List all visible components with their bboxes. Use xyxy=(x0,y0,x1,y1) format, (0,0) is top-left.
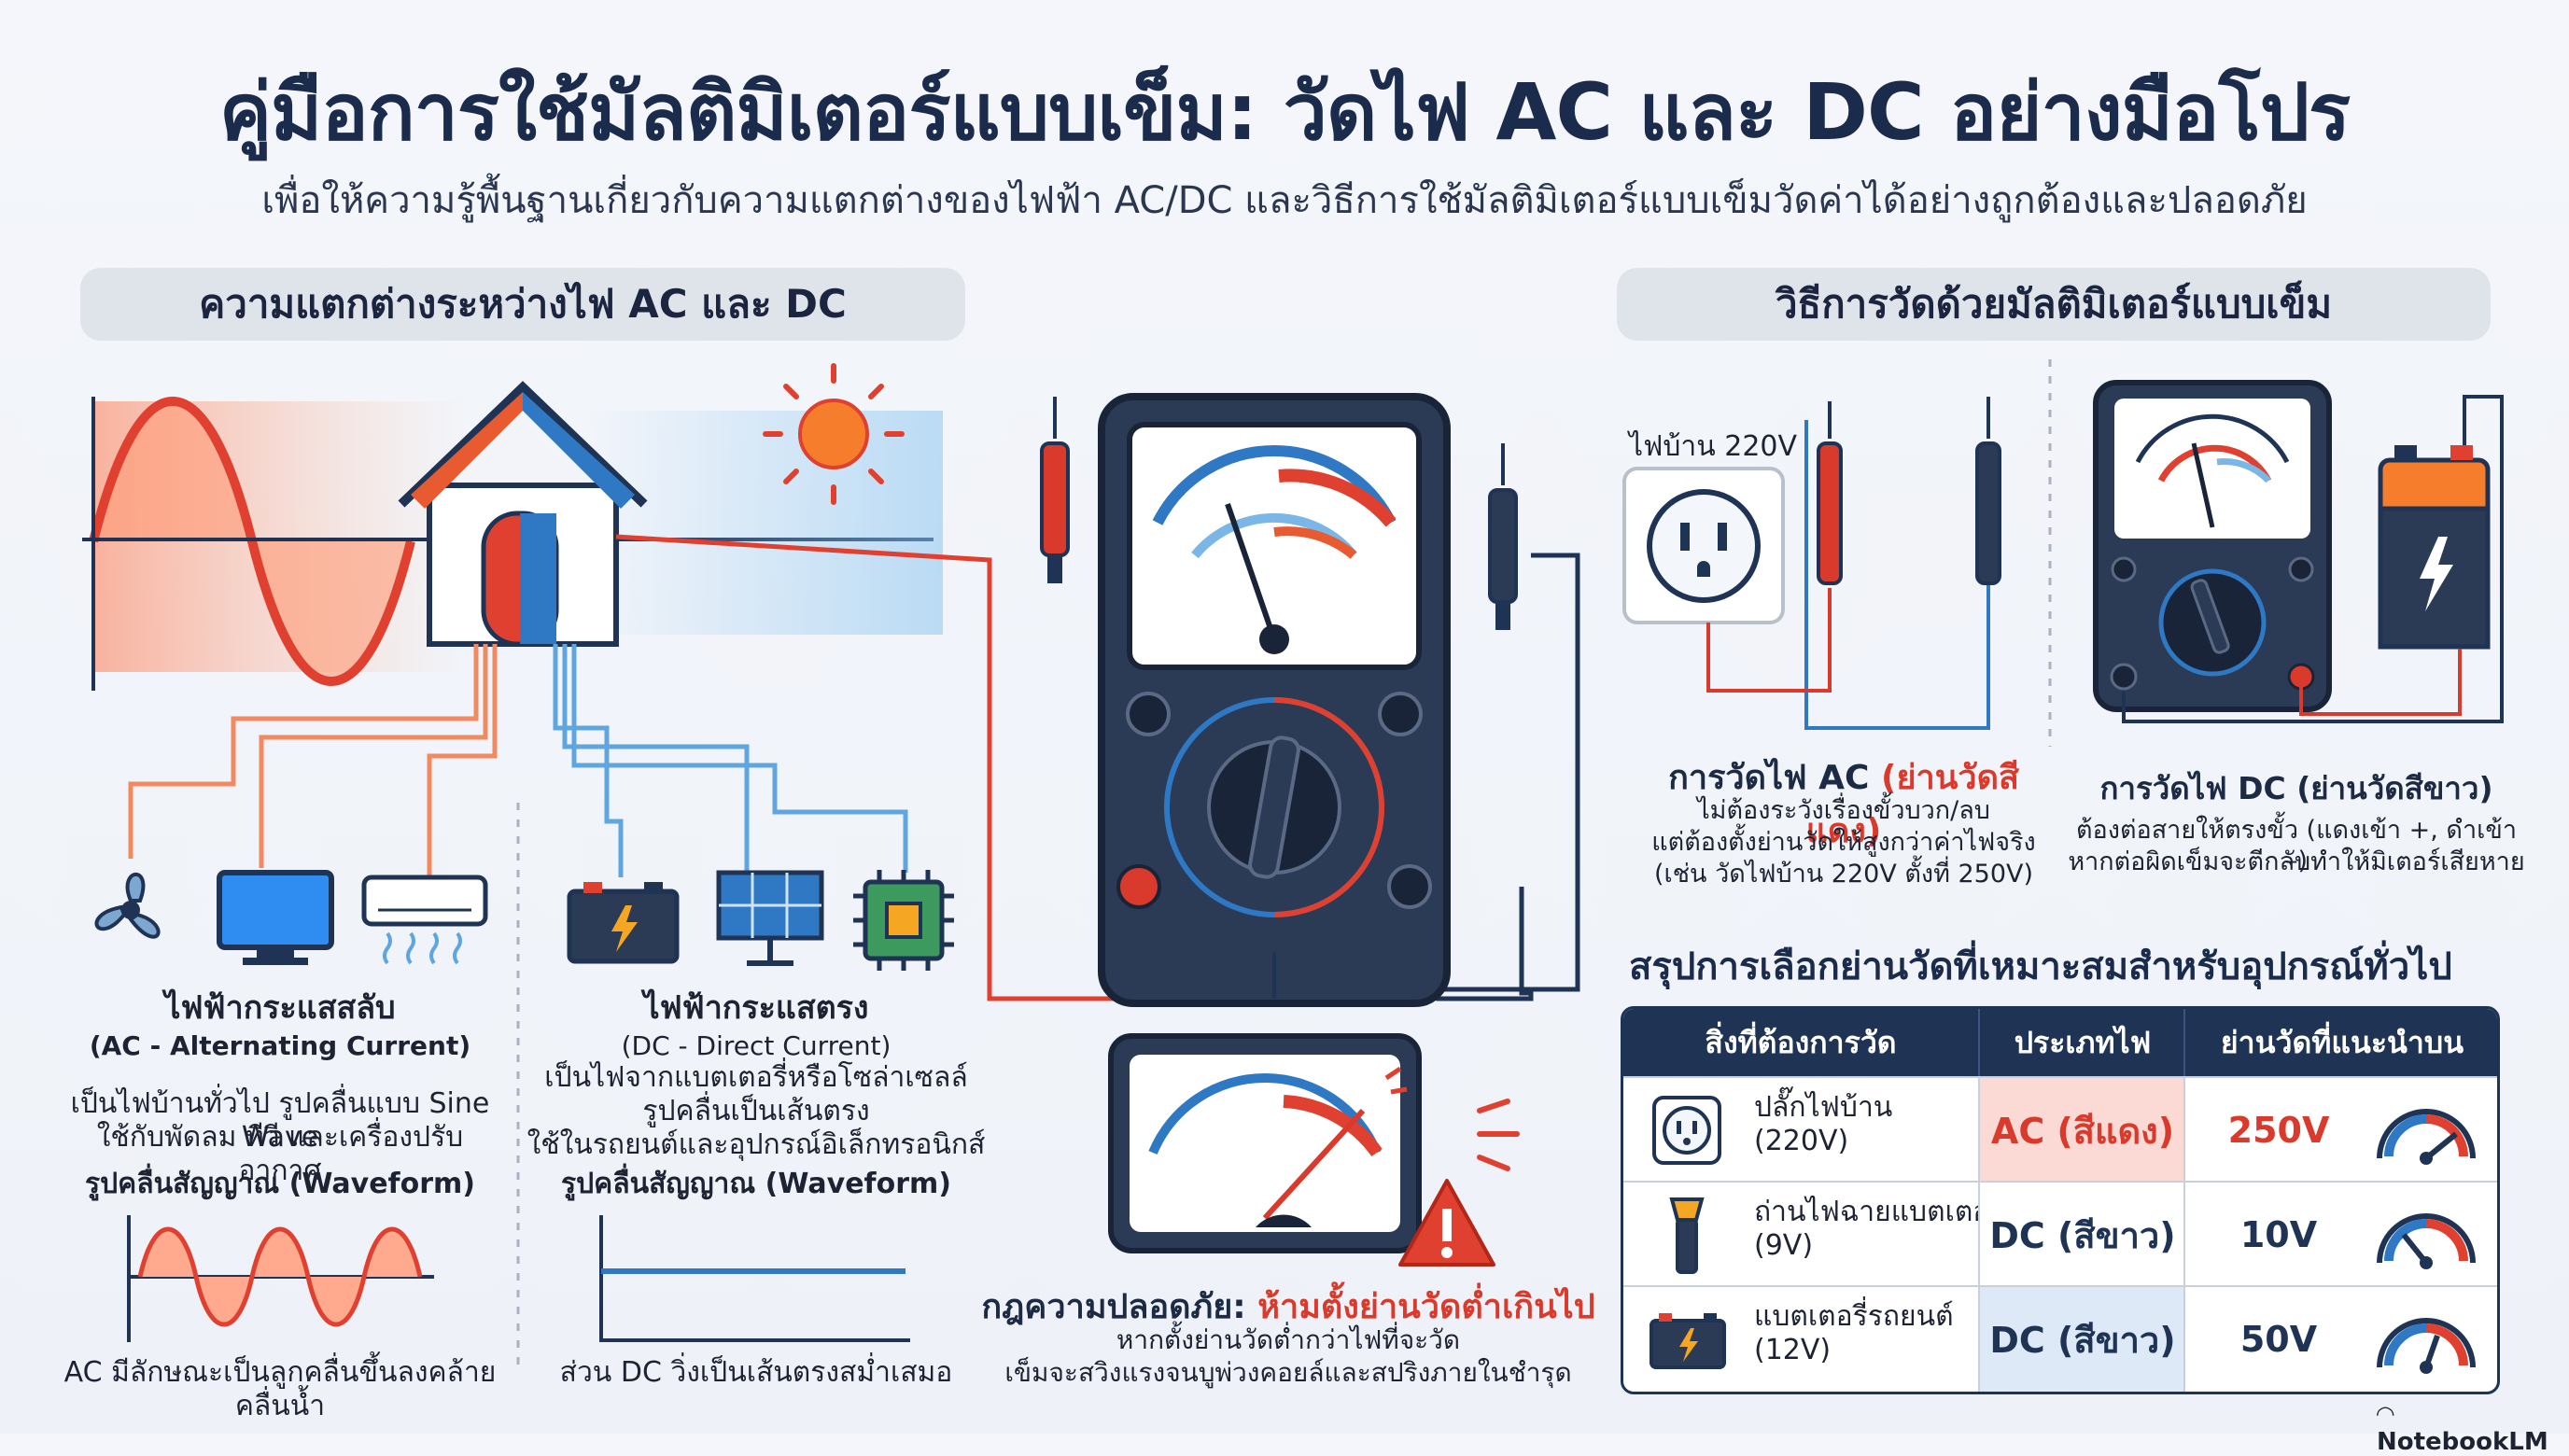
summary-title: สรุปการเลือกย่านวัดที่เหมาะสมสำหรับอุปกร… xyxy=(1629,945,2452,988)
safety-line-1: หากตั้งย่านวัดต่ำกว่าไฟที่จะวัด xyxy=(1116,1324,1461,1355)
row-2-device-name: ถ่านไฟฉายแบตเตอรี่ xyxy=(1754,1196,2005,1228)
tv-icon xyxy=(217,870,334,965)
overload-meter-illustration xyxy=(1108,1033,1422,1253)
air-conditioner-icon xyxy=(361,875,488,965)
ac-name: ไฟฟ้ากระแสสลับ xyxy=(164,989,396,1027)
dc-glow xyxy=(588,411,943,635)
ac-wave-illustration xyxy=(82,397,934,691)
ac-waveform-graph xyxy=(127,1215,434,1342)
ac-red-probe-icon xyxy=(1817,401,1843,585)
ac-black-probe-icon xyxy=(1975,397,2001,585)
row-3-device-voltage: (12V) xyxy=(1754,1334,1832,1366)
brand-name: NotebookLM xyxy=(2377,1428,2548,1456)
row-2-device-voltage: (9V) xyxy=(1754,1229,1814,1262)
dc-waveform-graph xyxy=(599,1215,910,1342)
brand-icon: ◠ xyxy=(2377,1401,2394,1427)
battery-icon xyxy=(567,882,680,964)
row-1-device-voltage: (220V) xyxy=(1754,1125,1849,1157)
gauge-icon-low xyxy=(2377,1213,2476,1269)
ac-measure-line-1: ไม่ต้องระวังเรื่องขั้วบวก/ลบ xyxy=(1697,796,1990,825)
dc-english: (DC - Direct Current) xyxy=(621,1030,891,1061)
row-1-device-name: ปลั๊กไฟบ้าน xyxy=(1754,1091,1893,1124)
dc-measure-title: การวัดไฟ DC (ย่านวัดสีขาว) xyxy=(2099,770,2493,806)
gauge-icon-mid xyxy=(2377,1318,2476,1374)
row-2-device: ถ่านไฟฉายแบตเตอรี่ (9V) xyxy=(1754,1196,2004,1263)
ac-desc-1: เป็นไฟบ้านทั่วไป รูปคลื่นแบบ Sine Wave xyxy=(70,1087,490,1154)
gauge-icon-high xyxy=(2377,1109,2476,1165)
left-section-heading: ความแตกต่างระหว่างไฟ AC และ DC xyxy=(80,268,965,341)
warning-icon xyxy=(1398,1179,1495,1267)
table-header-device: สิ่งที่ต้องการวัด xyxy=(1623,1009,1978,1076)
solar-panel-icon xyxy=(716,870,824,966)
row-3-type: DC (สีขาว) xyxy=(1978,1287,2185,1392)
safety-warning: ห้ามตั้งย่านวัดต่ำเกินไป xyxy=(1257,1288,1595,1326)
dc-measure-line-1: ต้องต่อสายให้ตรงขั้ว (แดงเข้า +, ดำเข้า … xyxy=(2076,816,2517,875)
flashlight-icon xyxy=(1669,1197,1705,1274)
row-1-range: 250V xyxy=(2183,1078,2372,1183)
ac-desc-2: ใช้กับพัดลม ทีวี และเครื่องปรับอากาศ xyxy=(96,1121,464,1187)
ac-measure-title-range: (ย่านวัดสีแดง) xyxy=(1805,759,2019,850)
row-3-device-name: แบตเตอรี่รถยนต์ xyxy=(1754,1300,1954,1333)
safety-line-2: เข็มจะสวิงแรงจนบูพ่วงคอยล์และสปริงภายในช… xyxy=(1004,1357,1572,1388)
dc-waveform-label: รูปคลื่นสัญญาณ (Waveform) xyxy=(561,1168,951,1200)
ac-waveform-label: รูปคลื่นสัญญาณ (Waveform) xyxy=(85,1168,475,1200)
black-probe-icon xyxy=(1488,443,1518,630)
ac-caption: AC มีลักษณะเป็นลูกคลื่นขึ้นลงคล้ายคลื่นน… xyxy=(63,1356,497,1422)
ac-measure-line-2: แต่ต้องตั้งย่านวัดให้สูงกว่าค่าไฟจริง xyxy=(1651,828,2036,857)
analog-multimeter xyxy=(1040,393,1518,1007)
red-probe-icon xyxy=(1040,397,1070,583)
row-1-type: AC (สีแดง) xyxy=(1978,1078,2185,1183)
car-battery-icon xyxy=(1649,1313,1726,1369)
ac-measure-title-main: การวัดไฟ AC xyxy=(1668,759,1870,797)
dc-measure-illustration xyxy=(2093,380,2504,723)
dc-name: ไฟฟ้ากระแสตรง xyxy=(643,989,869,1027)
dc-battery-icon xyxy=(2378,445,2491,650)
dc-caption: ส่วน DC วิ่งเป็นเส้นตรงสม่ำเสมอ xyxy=(559,1356,953,1389)
row-2-range: 10V xyxy=(2183,1183,2372,1287)
ac-measure-title: การวัดไฟ AC (ย่านวัดสีแดง) xyxy=(1634,750,2054,857)
page-subtitle: เพื่อให้ความรู้พื้นฐานเกี่ยวกับความแตกต่… xyxy=(261,179,2308,222)
house-icon xyxy=(398,381,648,647)
ac-wires xyxy=(128,644,498,877)
table-row: แบตเตอรี่รถยนต์ (12V) DC (สีขาว) 50V xyxy=(1623,1285,2497,1392)
dc-desc-2: รูปคลื่นเป็นเส้นตรง xyxy=(642,1095,870,1127)
row-3-range: 50V xyxy=(2183,1287,2372,1392)
outlet-label: ไฟบ้าน 220V xyxy=(1629,430,1798,463)
brand-mark: ◠ NotebookLM xyxy=(2377,1400,2569,1456)
dc-desc-3: ใช้ในรถยนต์และอุปกรณ์อิเล็กทรอนิกส์ xyxy=(526,1128,986,1161)
dc-measure-line-2: หากต่อผิดเข็มจะตีกลับทำให้มิเตอร์เสียหาย xyxy=(2068,847,2525,876)
table-header-range: ย่านวัดที่แนะนำบนมิเตอร์ xyxy=(2183,1009,2497,1127)
ac-measure-illustration xyxy=(1622,397,2001,730)
table-row: ถ่านไฟฉายแบตเตอรี่ (9V) DC (สีขาว) 10V xyxy=(1623,1181,2497,1287)
sun-icon xyxy=(763,363,905,505)
outlet-icon xyxy=(1652,1096,1721,1165)
table-row: ปลั๊กไฟบ้าน (220V) AC (สีแดง) 250V xyxy=(1623,1076,2497,1183)
table-header-type: ประเภทไฟ xyxy=(1978,1009,2185,1076)
summary-table: สิ่งที่ต้องการวัด ประเภทไฟ ย่านวัดที่แนะ… xyxy=(1621,1006,2500,1394)
dc-desc-1: เป็นไฟจากแบตเตอรี่หรือโซล่าเซลล์ xyxy=(544,1061,968,1094)
ac-measure-line-3: (เช่น วัดไฟบ้าน 220V ตั้งที่ 250V) xyxy=(1653,860,2034,889)
row-3-device: แบตเตอรี่รถยนต์ (12V) xyxy=(1754,1300,1954,1367)
right-section-heading: วิธีการวัดด้วยมัลติมิเตอร์แบบเข็ม xyxy=(1617,268,2491,341)
page-title: คู่มือการใช้มัลติมิเตอร์แบบเข็ม: วัดไฟ A… xyxy=(218,66,2351,158)
fan-icon xyxy=(94,872,161,939)
row-1-device: ปลั๊กไฟบ้าน (220V) xyxy=(1754,1091,1892,1158)
dc-wires xyxy=(553,644,908,877)
safety-label: กฎความปลอดภัย: xyxy=(981,1288,1246,1326)
alert-lines-icon xyxy=(1477,1099,1520,1171)
row-2-type: DC (สีขาว) xyxy=(1978,1183,2185,1287)
circuit-chip-icon xyxy=(853,870,954,971)
safety-rule: กฎความปลอดภัย: ห้ามตั้งย่านวัดต่ำเกินไป xyxy=(971,1280,1606,1333)
ac-english: (AC - Alternating Current) xyxy=(89,1030,471,1061)
